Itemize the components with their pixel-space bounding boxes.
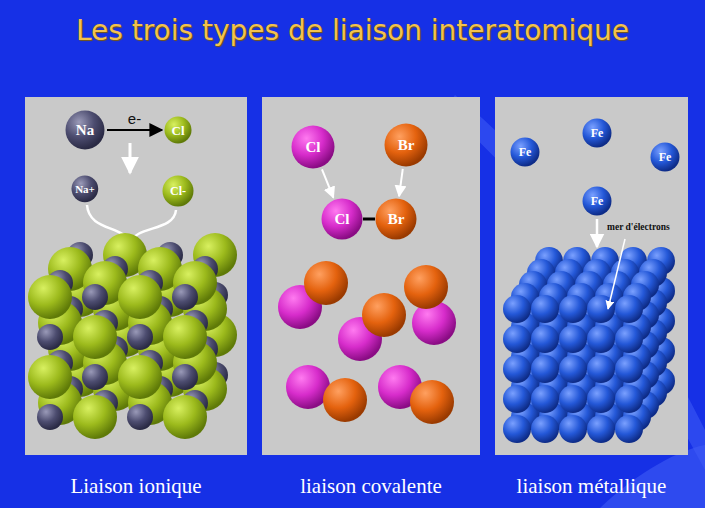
panel-caption: liaison covalente (300, 476, 442, 497)
atom-circle: Cl- (162, 175, 194, 207)
bond-arrow (399, 169, 403, 196)
bond-arrow (107, 129, 162, 131)
illustration (25, 97, 247, 455)
atom-circle: Na+ (71, 175, 99, 203)
panel-caption: liaison métallique (517, 476, 667, 497)
atom-circle: Br (375, 198, 417, 240)
element-symbol: Cl- (170, 185, 186, 197)
element-symbol: Fe (591, 127, 604, 139)
element-symbol: Cl (172, 124, 185, 137)
element-symbol: Fe (591, 195, 604, 207)
atom-circle: Cl (164, 116, 192, 144)
bond-panel: ClBrClBrliaison covalente (262, 97, 480, 455)
element-symbol: Cl (306, 140, 321, 155)
edge-label: e- (128, 111, 141, 126)
callout-label: mer d'électrons (607, 223, 670, 233)
atom-circle: Cl (291, 125, 335, 169)
atom-circle: Fe (582, 118, 612, 148)
atom-circle: Na (65, 110, 105, 150)
element-symbol: Cl (335, 212, 350, 227)
element-symbol: Br (398, 138, 415, 153)
atom-circle: Br (384, 123, 428, 167)
bond-arrow (322, 169, 333, 197)
bond-arrow (363, 218, 375, 221)
atom-circle: Cl (321, 198, 363, 240)
element-symbol: Na+ (75, 184, 95, 195)
panel-caption: Liaison ionique (70, 476, 201, 497)
bond-panel: NaClNa+Cl-Liaison ionique (25, 97, 247, 455)
atom-circle: Fe (650, 142, 680, 172)
element-symbol: Br (388, 212, 405, 227)
atom-circle: Fe (510, 137, 540, 167)
element-symbol: Fe (659, 151, 672, 163)
bond-panel: FeFeFeFeliaison métalliquemer d'électron… (495, 97, 688, 455)
element-symbol: Fe (519, 146, 532, 158)
slide-title: Les trois types de liaison interatomique (0, 14, 705, 47)
element-symbol: Na (76, 123, 94, 138)
atom-circle: Fe (582, 186, 612, 216)
